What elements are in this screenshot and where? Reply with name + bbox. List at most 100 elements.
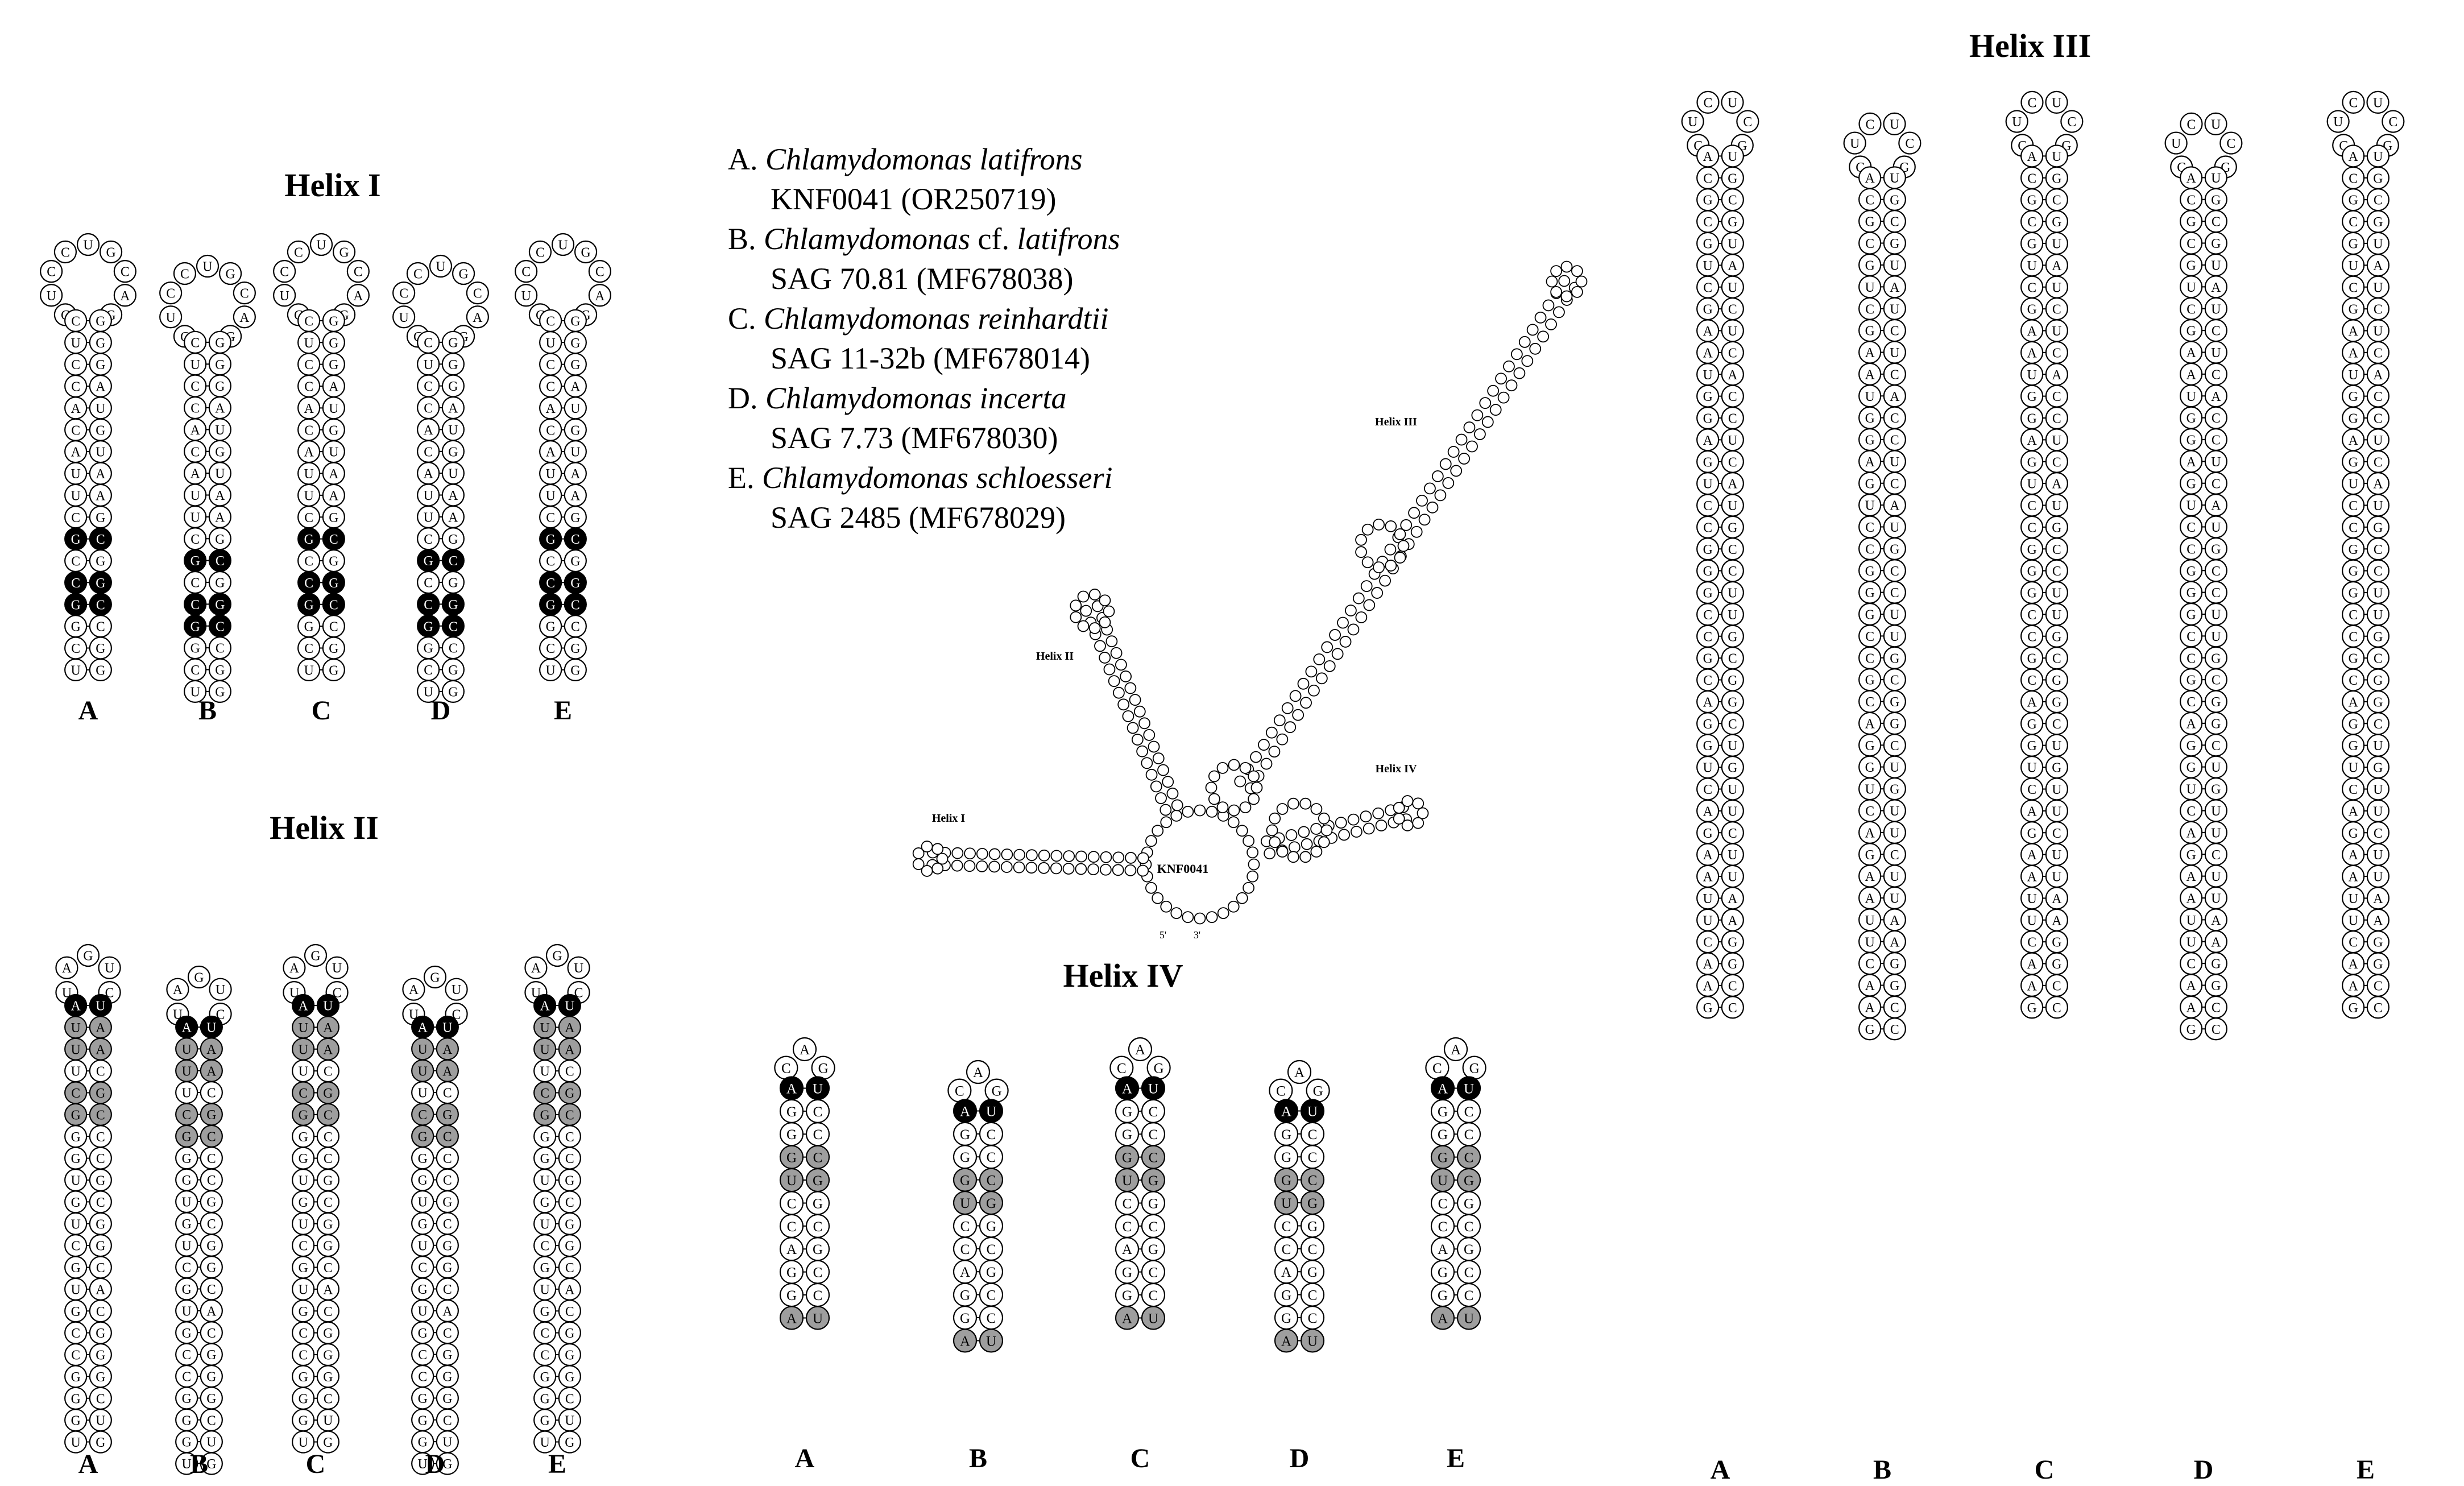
svg-text:G: G [323, 1086, 333, 1101]
paired-nucleotide: G [2204, 711, 2227, 735]
svg-text:A: A [2027, 695, 2037, 710]
svg-text:G: G [418, 1173, 428, 1188]
paired-nucleotide: C [322, 593, 345, 616]
svg-text:U: U [1890, 760, 1899, 775]
svg-text:G: G [430, 971, 440, 986]
paired-nucleotide: C [1456, 1282, 1481, 1307]
svg-text:G: G [206, 1239, 216, 1253]
paired-nucleotide: A [297, 396, 321, 420]
paired-nucleotide: C [539, 571, 562, 594]
paired-nucleotide: G [322, 353, 345, 376]
svg-text:G: G [323, 1326, 333, 1341]
svg-text:A: A [1703, 346, 1713, 361]
loop-nucleotide: C [515, 260, 538, 283]
paired-nucleotide: G [1883, 188, 1906, 211]
svg-text:C: C [207, 1086, 216, 1101]
paired-nucleotide: C [979, 1145, 1004, 1169]
paired-nucleotide: G [1883, 537, 1906, 560]
paired-nucleotide: U [64, 1037, 88, 1061]
paired-nucleotide: G [1141, 1191, 1166, 1215]
svg-text:G: G [1703, 717, 1713, 732]
svg-text:U: U [2052, 739, 2061, 754]
paired-nucleotide: C [316, 1059, 339, 1083]
svg-text:U: U [1890, 117, 1899, 132]
svg-text:C: C [299, 1348, 308, 1363]
svg-text:G: G [540, 1370, 550, 1385]
svg-text:G: G [182, 1326, 192, 1341]
svg-text:A: A [546, 401, 556, 416]
paired-nucleotide: G [64, 1103, 88, 1126]
svg-text:C: C [2052, 303, 2061, 317]
paired-nucleotide: C [1721, 406, 1744, 430]
paired-nucleotide: A [1274, 1260, 1299, 1284]
paired-nucleotide: U [175, 1059, 198, 1082]
svg-text:C: C [2052, 652, 2061, 667]
paired-nucleotide: G [1430, 1099, 1455, 1123]
paired-nucleotide: C [200, 1081, 223, 1104]
paired-nucleotide: G [564, 331, 587, 354]
paired-nucleotide: C [322, 615, 345, 638]
svg-text:G: G [2052, 171, 2061, 186]
svg-text:C: C [2212, 1023, 2221, 1037]
svg-text:A: A [96, 380, 105, 395]
svg-text:C: C [443, 1129, 452, 1144]
paired-nucleotide: A [316, 1277, 339, 1301]
svg-text:G: G [2186, 258, 2196, 273]
paired-nucleotide: G [316, 1365, 339, 1388]
paired-nucleotide: U [2180, 777, 2203, 801]
svg-text:U: U [986, 1334, 996, 1349]
paired-nucleotide: A [441, 483, 465, 507]
paired-nucleotide: G [979, 1214, 1004, 1238]
svg-text:G: G [442, 1392, 452, 1406]
loop-nucleotide: C [1858, 112, 1882, 136]
paired-nucleotide: C [1721, 384, 1744, 408]
svg-text:C: C [71, 511, 80, 525]
paired-nucleotide: C [2045, 384, 2068, 408]
paired-nucleotide: U [2204, 886, 2227, 910]
paired-nucleotide: C [979, 1236, 1004, 1261]
paired-nucleotide: C [539, 374, 562, 398]
svg-text:U: U [424, 510, 433, 525]
overview-center-label: KNF0041 [1157, 862, 1208, 876]
paired-nucleotide: C [539, 549, 562, 573]
svg-text:U: U [191, 358, 200, 372]
paired-nucleotide: G [89, 1234, 112, 1257]
paired-nucleotide: A [2020, 864, 2044, 888]
paired-nucleotide: C [1721, 537, 1744, 561]
paired-nucleotide: G [2045, 515, 2068, 539]
svg-text:U: U [1464, 1311, 1474, 1326]
svg-text:C: C [418, 1348, 427, 1363]
paired-nucleotide: G [1274, 1145, 1299, 1169]
svg-text:G: G [329, 336, 338, 351]
svg-text:G: G [215, 576, 225, 591]
svg-text:C: C [2212, 477, 2221, 491]
paired-nucleotide: A [2180, 821, 2203, 844]
overview-helix-iv [1260, 801, 1413, 860]
svg-text:A: A [786, 1081, 797, 1096]
paired-nucleotide: G [1883, 974, 1906, 997]
svg-text:A: A [960, 1334, 970, 1349]
loop-nucleotide: C [1425, 1055, 1450, 1080]
svg-text:C: C [207, 1282, 216, 1297]
svg-text:A: A [1890, 390, 1899, 404]
svg-text:G: G [71, 1152, 81, 1166]
paired-nucleotide: G [2045, 755, 2068, 779]
svg-text:G: G [71, 1392, 81, 1406]
svg-text:C: C [565, 1261, 574, 1276]
paired-nucleotide: U [64, 331, 88, 354]
paired-nucleotide: A [564, 483, 587, 507]
paired-nucleotide: C [411, 1103, 434, 1126]
svg-text:U: U [105, 961, 114, 976]
paired-nucleotide: A [564, 374, 587, 398]
svg-text:G: G [2052, 673, 2061, 688]
svg-text:G: G [1890, 695, 1899, 710]
svg-text:G: G [992, 1084, 1002, 1099]
paired-nucleotide: G [1115, 1122, 1140, 1146]
svg-text:U: U [424, 489, 433, 503]
column-label-c: C [306, 1449, 326, 1479]
paired-nucleotide: C [2204, 318, 2227, 342]
paired-nucleotide: C [208, 614, 231, 638]
paired-nucleotide: G [564, 309, 587, 332]
paired-nucleotide: A [1858, 821, 1882, 844]
